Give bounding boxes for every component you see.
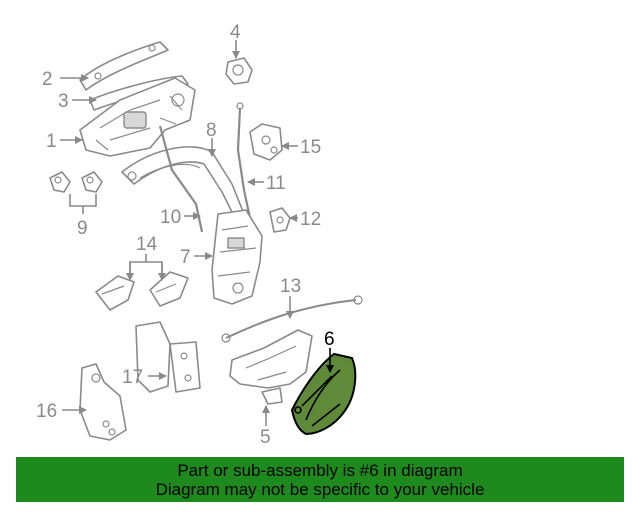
callout-4: 4 (230, 22, 241, 43)
callout-labels: 2 3 1 4 8 15 11 9 10 12 14 7 13 6 17 16 … (36, 22, 335, 448)
part-4-lock-cylinder[interactable] (225, 57, 253, 85)
part-1-outside-handle[interactable] (79, 77, 196, 157)
callout-3: 3 (58, 91, 69, 112)
callout-9: 9 (77, 218, 88, 239)
part-5-handle-frame[interactable] (229, 329, 313, 405)
part-16-hinge[interactable] (79, 363, 127, 441)
info-banner: Part or sub-assembly is #6 in diagram Di… (16, 457, 624, 502)
banner-line-1: Part or sub-assembly is #6 in diagram (177, 460, 463, 480)
callout-17: 17 (122, 367, 143, 388)
part-14-clips[interactable] (95, 271, 189, 311)
callout-13: 13 (280, 276, 301, 297)
callout-7: 7 (180, 247, 191, 268)
part-15-bracket[interactable] (249, 123, 283, 161)
part-11-long-rod[interactable] (236, 102, 252, 219)
part-7-door-latch[interactable] (211, 209, 263, 305)
part-2-gasket[interactable] (79, 41, 169, 91)
callout-12: 12 (300, 209, 321, 230)
part-17-door-check[interactable] (135, 321, 201, 393)
callout-11: 11 (266, 173, 286, 194)
parts-diagram: 2 3 1 4 8 15 11 9 10 12 14 7 13 6 17 16 … (36, 22, 363, 448)
part-13-cable[interactable] (221, 295, 363, 343)
leader-lines (60, 40, 334, 426)
callout-1: 1 (46, 131, 57, 152)
part-9-clips[interactable] (49, 171, 103, 193)
callout-6: 6 (324, 329, 335, 350)
part-12-clip[interactable] (269, 207, 291, 233)
banner-line-2: Diagram may not be specific to your vehi… (155, 479, 485, 499)
callout-16: 16 (36, 401, 57, 422)
part-8-rod-frame[interactable] (121, 146, 245, 221)
callout-8: 8 (206, 120, 217, 141)
part-6-inside-handle[interactable] (290, 352, 357, 436)
callout-5: 5 (260, 427, 271, 448)
callout-2: 2 (42, 69, 53, 90)
callout-14: 14 (136, 234, 158, 255)
callout-10: 10 (160, 207, 181, 228)
callout-15: 15 (300, 137, 321, 158)
